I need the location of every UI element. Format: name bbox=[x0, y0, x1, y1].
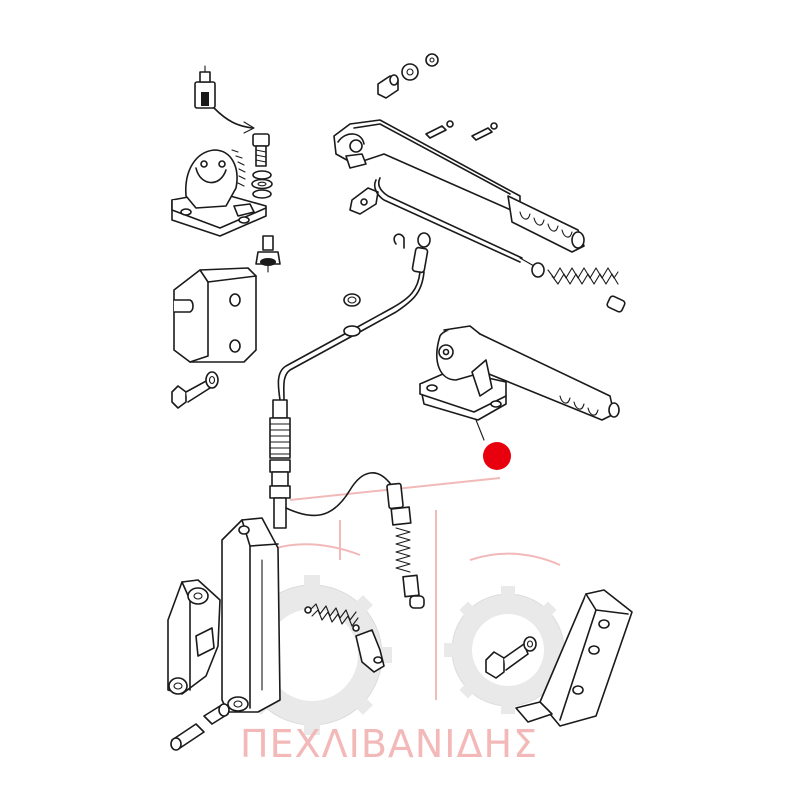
bushing-top bbox=[377, 53, 439, 99]
cable-loop bbox=[285, 472, 393, 517]
mounting-bracket-plate bbox=[173, 267, 257, 363]
grease-nipple bbox=[255, 235, 281, 273]
cable-eyelet bbox=[411, 232, 431, 274]
bolt-top-left bbox=[252, 133, 270, 167]
brake-cable bbox=[277, 271, 425, 401]
spring-right bbox=[531, 262, 626, 313]
oil-bottle bbox=[194, 65, 216, 109]
washer-stack bbox=[251, 170, 273, 199]
brake-lever-vertical bbox=[221, 517, 281, 713]
hand-brake-lever-alt bbox=[419, 325, 620, 441]
spring-adjuster bbox=[386, 482, 425, 609]
bolt-bottom-right bbox=[485, 636, 537, 679]
hand-brake-lever-assembly bbox=[333, 119, 585, 253]
spring-bracket bbox=[355, 629, 385, 673]
watermark-gear-right bbox=[444, 586, 572, 714]
callout-dot bbox=[483, 442, 511, 470]
cam-lever bbox=[167, 579, 221, 695]
cable-adjuster bbox=[269, 399, 291, 529]
ratchet-bracket bbox=[171, 149, 267, 237]
release-rod bbox=[373, 177, 535, 267]
pawl bbox=[349, 187, 379, 215]
return-spring bbox=[304, 603, 360, 632]
watermark-brand-text: ΠΕΧΛΙΒΑΝΙΔΗΣ bbox=[240, 722, 539, 766]
arrow-icon bbox=[213, 107, 255, 134]
pins-pair bbox=[425, 120, 498, 141]
bushing-bottom bbox=[203, 703, 230, 725]
circlip bbox=[393, 233, 405, 249]
pin-long bbox=[170, 723, 205, 751]
pedal-bracket bbox=[515, 589, 633, 727]
bolt-mid-left bbox=[171, 371, 219, 409]
callout-marker bbox=[483, 442, 511, 470]
